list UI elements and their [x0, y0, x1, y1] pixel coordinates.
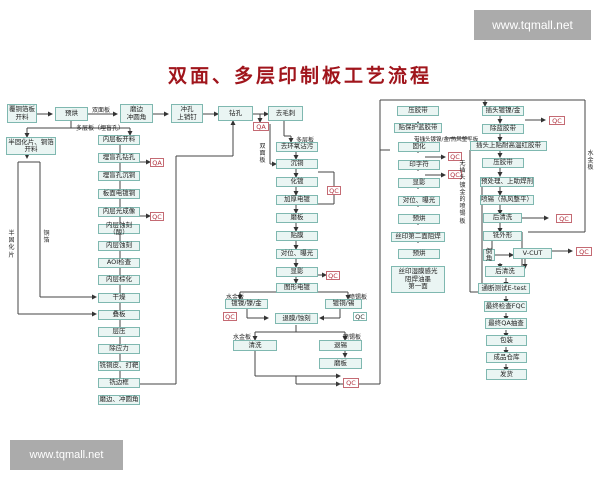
inner-step: 内层蚀刻: [98, 241, 140, 251]
mid-step: 加厚电镀: [276, 195, 318, 205]
watermark-top: www.tqmall.net: [474, 10, 591, 40]
qa-checkpoint: QA: [150, 158, 164, 167]
page-title: 双面、多层印制板工艺流程: [167, 65, 432, 87]
step-prepreg-cut: 半固化片、铜箔 开料: [6, 137, 56, 155]
right-step: 发货: [486, 369, 527, 380]
qc-checkpoint: QC: [150, 212, 164, 221]
right-step: 除蓝胶带: [482, 124, 524, 134]
inner-step: 铣边框: [98, 378, 140, 388]
right-step: V-CUT: [513, 248, 552, 259]
qc-checkpoint: QC: [353, 312, 367, 321]
mid-step: 去环氧沾污: [276, 142, 318, 152]
right-step: 插头镀镍/金: [482, 106, 524, 116]
label-gold-board: 水金板: [587, 150, 594, 172]
sm-step: 印字符: [398, 160, 440, 170]
right-step: 预处理、上助焊剂: [480, 177, 534, 187]
label-multilayer: 多层板: [296, 137, 315, 144]
mid-step: 贴膜: [276, 231, 318, 241]
inner-step: 埋盲孔沉铜: [98, 171, 140, 181]
inner-step: 铣铜皮、打靶: [98, 361, 140, 371]
inner-step: 板面电镀铜: [98, 189, 140, 199]
right-step: 压胶带: [482, 158, 524, 168]
mid-step: 显影: [276, 267, 318, 277]
label-hasl-board: 喷锡板: [349, 294, 368, 301]
label-double-sided: 双面板: [259, 143, 266, 165]
label-prepreg: 半固化片: [8, 230, 15, 259]
sm-step: 丝印第二面阻焊: [391, 232, 445, 242]
step-prebake: 预烘: [55, 107, 88, 121]
step-strip-tin: 退锡: [319, 340, 362, 351]
label-gold-board: 水金板: [226, 294, 245, 301]
step-punch-pin: 冲孔 上销钉: [171, 104, 203, 123]
step-strip-etch: 退膜/蚀刻: [275, 313, 318, 324]
right-step: 通断测试E-test: [478, 283, 530, 294]
right-step: 倒角: [483, 247, 495, 262]
qc-checkpoint: QC: [448, 152, 462, 161]
mid-step: 化镀: [276, 177, 318, 187]
step-cut-laminate: 覆铜箔板 开料: [7, 104, 37, 123]
mid-step: 图形电镀: [276, 283, 318, 293]
mid-step: 磨板: [276, 213, 318, 223]
right-step: 成品仓库: [486, 352, 527, 363]
label-double-sided: 双面板: [92, 107, 111, 114]
step-edge-grind: 磨边 冲圆角: [120, 104, 153, 123]
label-gold-board: 水金板: [233, 334, 252, 341]
label-multilayer: 多层板（埋盲孔）: [76, 125, 125, 132]
qc-checkpoint: QC: [223, 312, 237, 321]
qc-checkpoint: QC: [448, 170, 462, 179]
right-step: 包装: [486, 335, 527, 346]
inner-step: 除应力: [98, 344, 140, 354]
right-step: 后清洗: [485, 266, 525, 277]
mid-step: 沉铜: [276, 159, 318, 169]
right-step: 铣外形: [483, 231, 522, 241]
step-drill: 钻孔: [218, 106, 253, 121]
inner-step: 埋盲孔钻孔: [98, 153, 140, 163]
qc-checkpoint: QC: [327, 186, 341, 195]
inner-step: 内层光成像: [98, 207, 140, 217]
sm-step: 压胶带: [397, 106, 439, 116]
qc-checkpoint: QC: [549, 116, 565, 125]
inner-step: 层压: [98, 327, 140, 337]
inner-step: 内层蚀刻（酸）: [98, 221, 140, 236]
qc-checkpoint: QC: [326, 271, 340, 280]
label-gold-finger-board: 带插头镀镍/金/热风整平板: [414, 137, 479, 143]
inner-step: 内层棕化: [98, 275, 140, 285]
step-deburr: 去毛刺: [268, 106, 303, 121]
sm-step: 固化: [398, 142, 440, 152]
sm-step: 贴保护蓝胶带: [394, 123, 442, 133]
qa-checkpoint: QA: [253, 122, 269, 131]
mid-step: 对位、曝光: [276, 249, 318, 259]
right-step: 最终QA抽查: [485, 318, 527, 329]
watermark-bottom: www.tqmall.net: [10, 440, 123, 470]
inner-step: AOI检查: [98, 258, 140, 268]
right-step: 最终检查FQC: [484, 301, 527, 312]
label-no-plug-hasl: 无插头镀金的喷锡板: [459, 160, 466, 225]
right-step: 喷锡（热风整平）: [480, 195, 534, 205]
label-hasl-board: 喷锡板: [343, 334, 362, 341]
sm-step: 预烘: [398, 249, 440, 259]
inner-step: 内层板开料: [98, 135, 140, 145]
label-copper-foil: 铜箔: [43, 230, 50, 245]
step-plate-ni-au: 镀镍/镍/金: [225, 299, 268, 309]
sm-step: 预烘: [398, 214, 440, 224]
sm-step: 显影: [398, 178, 440, 188]
qc-checkpoint: QC: [556, 214, 572, 223]
step-scrub: 磨板: [319, 358, 362, 369]
qc-checkpoint: QC: [343, 378, 359, 388]
qc-checkpoint: QC: [576, 247, 592, 256]
right-step: 插头上贴耐高温红胶带: [470, 141, 547, 151]
sm-step: 丝印湿膜感光 阻焊油墨 第一面: [391, 266, 445, 293]
sm-step: 对位、曝光: [398, 196, 440, 206]
inner-step: 干燥: [98, 293, 140, 303]
right-step: 后清洗: [483, 213, 522, 223]
step-wash: 清洗: [233, 340, 277, 351]
inner-step: 磨边、冲圆角: [98, 395, 140, 405]
step-plate-cu-sn: 镀铜/锡: [325, 299, 362, 309]
inner-step: 叠板: [98, 310, 140, 320]
